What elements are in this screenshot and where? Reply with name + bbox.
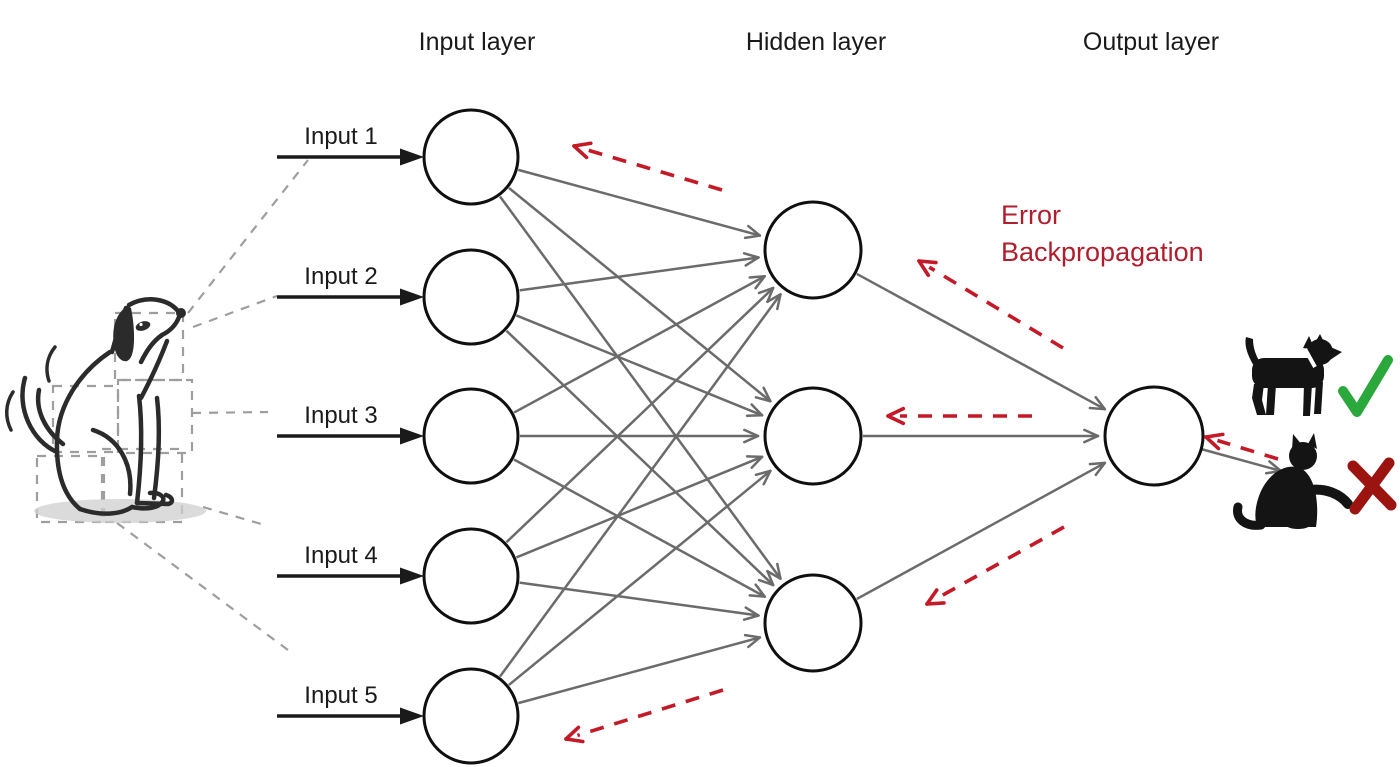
cat-silhouette-icon: [1233, 433, 1353, 530]
feature-box: [113, 311, 185, 382]
nodes-layer: [422, 108, 1205, 765]
input-label: Input 5: [304, 682, 378, 709]
input-arrowhead: [400, 567, 424, 585]
feature-link: [202, 505, 269, 528]
backprop-arrows-layer: [564, 141, 1279, 744]
backprop-arrow: [936, 525, 1065, 600]
backprop-arrow: [576, 688, 724, 738]
feature-box: [51, 384, 120, 454]
input-node: [422, 248, 520, 346]
input-layer-title: Input layer: [418, 28, 536, 56]
feature-link: [192, 294, 278, 329]
hidden-node: [763, 200, 863, 300]
backprop-arrow: [584, 147, 723, 192]
input-arrowhead: [400, 288, 424, 306]
feature-box: [116, 378, 194, 455]
hidden-node: [763, 386, 863, 486]
error-backpropagation-label: Error Backpropagation: [1001, 197, 1204, 271]
input-node: [422, 527, 520, 625]
input-arrowhead: [400, 148, 424, 166]
feature-links-layer: [35, 159, 309, 654]
feature-link: [191, 410, 269, 415]
output-layer-title: Output layer: [1082, 28, 1220, 56]
input-node: [422, 387, 520, 485]
input-label: Input 4: [304, 542, 378, 569]
error-label-line2: Backpropagation: [1001, 237, 1204, 267]
input-label: Input 3: [304, 402, 378, 429]
cross-icon: [1347, 457, 1397, 515]
check-icon: [1338, 355, 1393, 417]
backprop-arrow: [928, 265, 1064, 350]
feature-link: [116, 522, 293, 654]
hidden-layer-title: Hidden layer: [745, 28, 887, 56]
hidden-node: [763, 573, 863, 673]
input-arrowhead: [400, 427, 424, 445]
input-arrowhead: [400, 707, 424, 725]
error-label-line1: Error: [1001, 200, 1061, 230]
feature-link: [187, 159, 309, 314]
backprop-arrow: [1216, 438, 1279, 461]
input-node: [422, 667, 520, 765]
input-arrows-layer: [277, 148, 424, 725]
edges-layer: [498, 168, 1283, 705]
input-node: [422, 108, 520, 206]
input-label: Input 2: [304, 263, 378, 290]
output-node: [1103, 385, 1205, 487]
dog-silhouette-icon: [1245, 334, 1342, 416]
dog-sketch-icon: [5, 297, 206, 523]
input-label: Input 1: [304, 123, 378, 150]
